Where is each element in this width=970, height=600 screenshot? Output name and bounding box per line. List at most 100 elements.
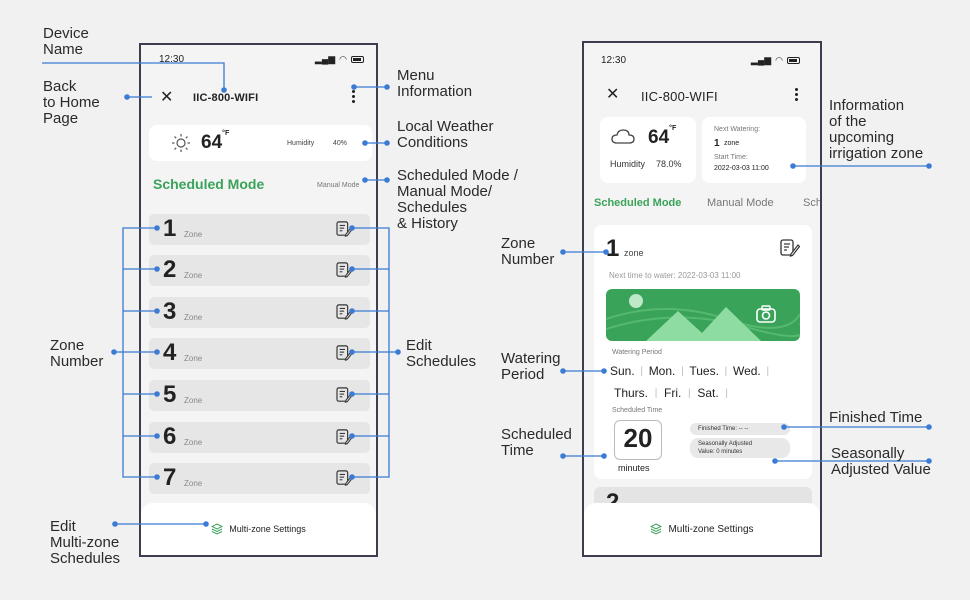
tab-schedules[interactable]: Sch — [803, 197, 822, 209]
zone-card-number: 1 — [606, 235, 620, 262]
cloud-icon — [611, 129, 635, 144]
zone-number: 7 — [163, 464, 177, 491]
close-icon[interactable]: ✕ — [606, 86, 620, 103]
zone-label: Zone — [184, 354, 203, 363]
start-time-label: Start Time: — [714, 154, 748, 161]
phone-right: 12:30 ▂▄▆ ◠ ✕ IIC-800-WIFI 64°F Humidity… — [582, 41, 822, 557]
weather-card: 64°F Humidity 40% — [149, 125, 372, 161]
sun-icon — [172, 134, 190, 152]
next-zone-num: 1 — [714, 138, 720, 149]
close-icon[interactable]: ✕ — [160, 89, 174, 106]
wifi-icon: ◠ — [775, 55, 783, 65]
zone-photo[interactable] — [606, 289, 800, 341]
humidity-label: Humidity — [287, 140, 315, 147]
minutes-unit: minutes — [618, 463, 650, 473]
temperature: 64°F — [648, 125, 677, 148]
zone-label: Zone — [184, 313, 203, 322]
multi-zone-settings-button[interactable]: Multi-zone Settings — [141, 503, 376, 555]
edit-schedule-icon[interactable] — [336, 470, 354, 486]
landscape-image — [606, 294, 800, 341]
signal-icon: ▂▄▆ — [750, 55, 772, 65]
zone-label: Zone — [184, 396, 203, 405]
phone-left: 12:30 ▂▄▆ ◠ ✕ IIC-800-WIFI 64°F Humidity… — [139, 43, 378, 557]
camera-icon[interactable] — [756, 305, 776, 323]
ann-modes: Scheduled Mode /Manual Mode/Schedules& H… — [397, 167, 518, 232]
day-fri[interactable]: Fri. — [664, 386, 682, 400]
status-time: 12:30 — [159, 54, 185, 65]
multi-zone-settings-label: Multi-zone Settings — [668, 523, 754, 535]
ann-finished-time: Finished Time — [829, 409, 923, 426]
edit-schedule-icon[interactable] — [336, 304, 354, 320]
tab-manual-mode[interactable]: Manual Mode — [317, 182, 360, 189]
zone-number: 4 — [163, 339, 177, 366]
day-sun[interactable]: Sun. — [610, 364, 635, 378]
days-row-1: Sun. | Mon. | Tues. | Wed. | — [610, 364, 770, 378]
menu-icon[interactable] — [795, 88, 799, 101]
next-time-to-water: Next time to water: 2022-03-03 11:00 — [609, 271, 741, 280]
tab-manual-mode[interactable]: Manual Mode — [707, 197, 774, 209]
seasonal-adjusted: Seasonally Adjusted Value: 0 minutes — [690, 438, 790, 458]
zone-card: 1 zone Next time to water: 2022-03-03 11… — [594, 225, 812, 479]
multi-zone-settings-button[interactable]: Multi-zone Settings — [584, 503, 820, 555]
menu-icon[interactable] — [352, 90, 356, 103]
status-time: 12:30 — [601, 55, 627, 66]
edit-schedule-icon[interactable] — [780, 239, 800, 257]
zone-label: Zone — [184, 230, 203, 239]
scheduled-time-label: Scheduled Time — [612, 407, 663, 414]
battery-icon — [787, 57, 800, 64]
humidity-value: 78.0% — [656, 159, 682, 169]
day-wed[interactable]: Wed. — [732, 364, 761, 378]
day-sat[interactable]: Sat. — [697, 386, 719, 400]
weather-card: 64°F Humidity 78.0% — [600, 117, 696, 183]
zone-number: 5 — [163, 381, 177, 408]
edit-schedule-icon[interactable] — [336, 387, 354, 403]
zone-number: 3 — [163, 298, 177, 325]
status-icons: ▂▄▆ ◠ — [315, 54, 364, 65]
days-row-2: Thurs. | Fri. | Sat. | — [614, 386, 728, 400]
wifi-icon: ◠ — [339, 54, 347, 64]
day-thurs[interactable]: Thurs. — [614, 386, 649, 400]
status-icons: ▂▄▆ ◠ — [751, 55, 800, 66]
minutes-box[interactable]: 20 — [614, 420, 662, 460]
tab-scheduled-mode[interactable]: Scheduled Mode — [153, 176, 265, 192]
day-tues[interactable]: Tues. — [689, 364, 719, 378]
tab-scheduled-mode[interactable]: Scheduled Mode — [594, 197, 682, 209]
edit-schedule-icon[interactable] — [336, 345, 354, 361]
edit-schedule-icon[interactable] — [336, 429, 354, 445]
next-watering-label: Next Watering: — [714, 126, 761, 133]
watering-period-label: Watering Period — [612, 349, 662, 356]
layers-icon — [650, 523, 663, 535]
finished-time: Finished Time: -- -- — [690, 423, 790, 435]
zone-label: Zone — [184, 271, 203, 280]
edit-schedule-icon[interactable] — [336, 221, 354, 237]
minutes-value: 20 — [623, 423, 653, 453]
temperature: 64°F — [201, 130, 230, 153]
edit-schedule-icon[interactable] — [336, 262, 354, 278]
zone-number: 6 — [163, 423, 177, 450]
humidity-value: 40% — [333, 140, 348, 147]
layers-icon — [211, 523, 224, 535]
device-title: IIC-800-WIFI — [641, 89, 718, 104]
device-title: IIC-800-WIFI — [193, 92, 259, 104]
day-mon[interactable]: Mon. — [648, 364, 676, 378]
start-time-value: 2022-03-03 11:00 — [714, 165, 769, 172]
